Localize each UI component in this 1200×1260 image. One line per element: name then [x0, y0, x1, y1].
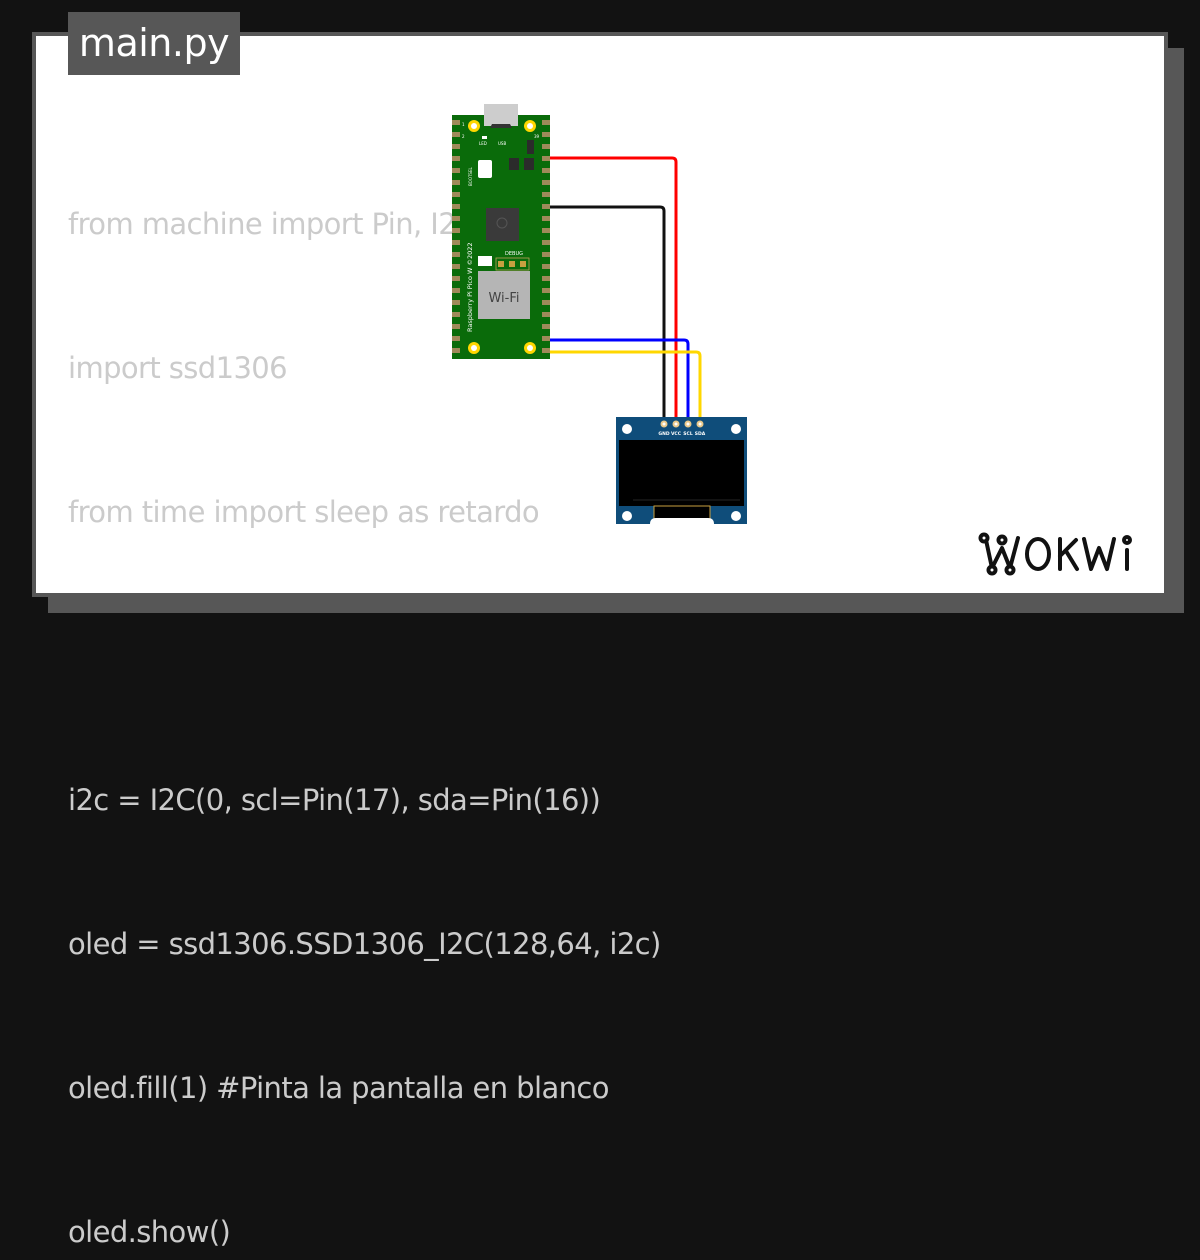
wire-red-vcc[interactable]: [542, 156, 678, 424]
code-line: [68, 632, 661, 680]
debug-pin: [509, 261, 515, 267]
wokwi-logo-text: WOKWI: [978, 528, 982, 529]
oled-pin-sda-label: SDA: [695, 431, 706, 437]
code-line: from machine import Pin, I2C: [68, 207, 476, 241]
rp2040-chip: [486, 208, 519, 241]
wire-yellow-sda[interactable]: [542, 350, 702, 424]
wires: [542, 156, 702, 424]
code-line: oled = ssd1306.SSD1306_I2C(128,64, i2c): [68, 927, 661, 961]
code-line: oled.fill(1) #Pinta la pantalla en blanc…: [68, 1071, 609, 1105]
pin1-label: 1: [462, 122, 465, 127]
mount-hole: [731, 424, 741, 434]
code-line: i2c = I2C(0, scl=Pin(17), sda=Pin(16)): [68, 783, 601, 817]
pin39-label: 39: [534, 134, 540, 139]
mount-hole: [731, 511, 741, 521]
debug-label: DEBUG: [505, 251, 523, 257]
wire-black-gnd[interactable]: [542, 205, 666, 424]
oled-pin-scl-label: SCL: [683, 431, 693, 437]
pico-silkscreen: Raspberry Pi Pico W ©2022: [466, 242, 474, 332]
mount-hole: [622, 511, 632, 521]
usb-label: USB: [498, 141, 506, 146]
oled-pins: [660, 420, 704, 428]
oled-pin-gnd-label: GND: [658, 431, 669, 437]
wire-blue-scl[interactable]: [542, 338, 690, 424]
raspberry-logo-icon: [496, 217, 508, 229]
pin2-label: 2: [462, 134, 465, 139]
code-line: import ssd1306: [68, 351, 288, 385]
oled-screen: [619, 440, 744, 506]
code-line: oled.show(): [68, 1215, 231, 1249]
wifi-module: [478, 271, 530, 319]
file-tab-main-py[interactable]: main.py: [68, 12, 240, 75]
circuit-diagram: LED USB BOOTSEL Raspberry Pi Pico W ©202…: [452, 104, 747, 524]
pico-left-pins: [452, 120, 460, 353]
debug-pin: [520, 261, 526, 267]
oled-display-module[interactable]: GND VCC SCL SDA: [616, 417, 747, 524]
pico-right-pins: [542, 120, 550, 353]
wokwi-logo: WOKWI: [978, 528, 1132, 576]
mount-hole: [622, 424, 632, 434]
led-icon: [482, 136, 487, 139]
oled-pin-vcc-label: VCC: [671, 431, 682, 437]
bootsel-label: BOOTSEL: [468, 167, 473, 186]
code-line: from time import sleep as retardo: [68, 495, 540, 529]
pico-w-board[interactable]: LED USB BOOTSEL Raspberry Pi Pico W ©202…: [452, 104, 550, 359]
wifi-label: Wi-Fi: [488, 291, 519, 306]
code-card: [32, 32, 1168, 597]
oled-ribbon: [653, 505, 711, 521]
bootsel-button[interactable]: [478, 160, 492, 178]
led-label: LED: [479, 141, 487, 146]
debug-pin: [498, 261, 504, 267]
